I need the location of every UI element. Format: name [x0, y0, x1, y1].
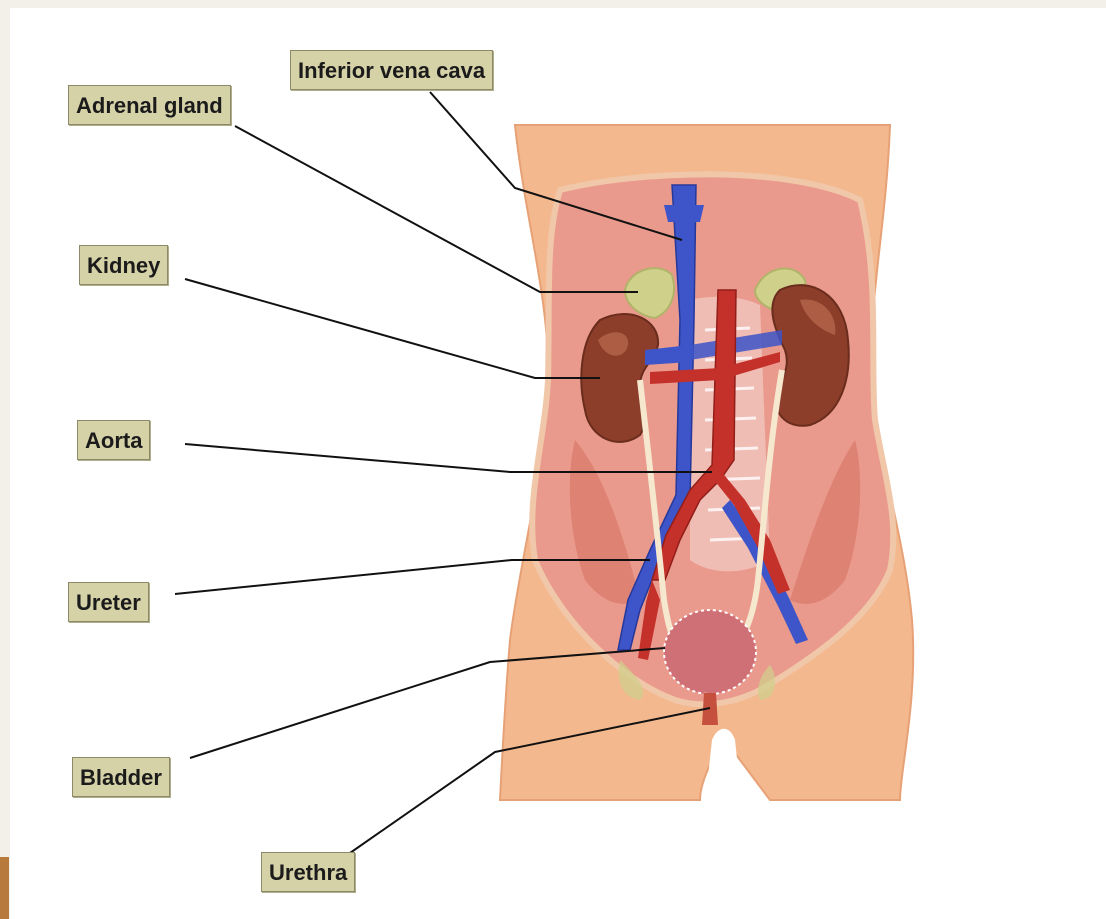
label-inferior-vena-cava: Inferior vena cava	[290, 50, 493, 90]
label-aorta: Aorta	[77, 420, 150, 460]
label-kidney: Kidney	[79, 245, 168, 285]
label-adrenal-gland: Adrenal gland	[68, 85, 231, 125]
vena-cava-top	[664, 205, 704, 222]
label-ureter: Ureter	[68, 582, 149, 622]
leader-kidney	[185, 279, 600, 378]
label-bladder: Bladder	[72, 757, 170, 797]
bladder-organ	[664, 610, 756, 694]
label-urethra: Urethra	[261, 852, 355, 892]
